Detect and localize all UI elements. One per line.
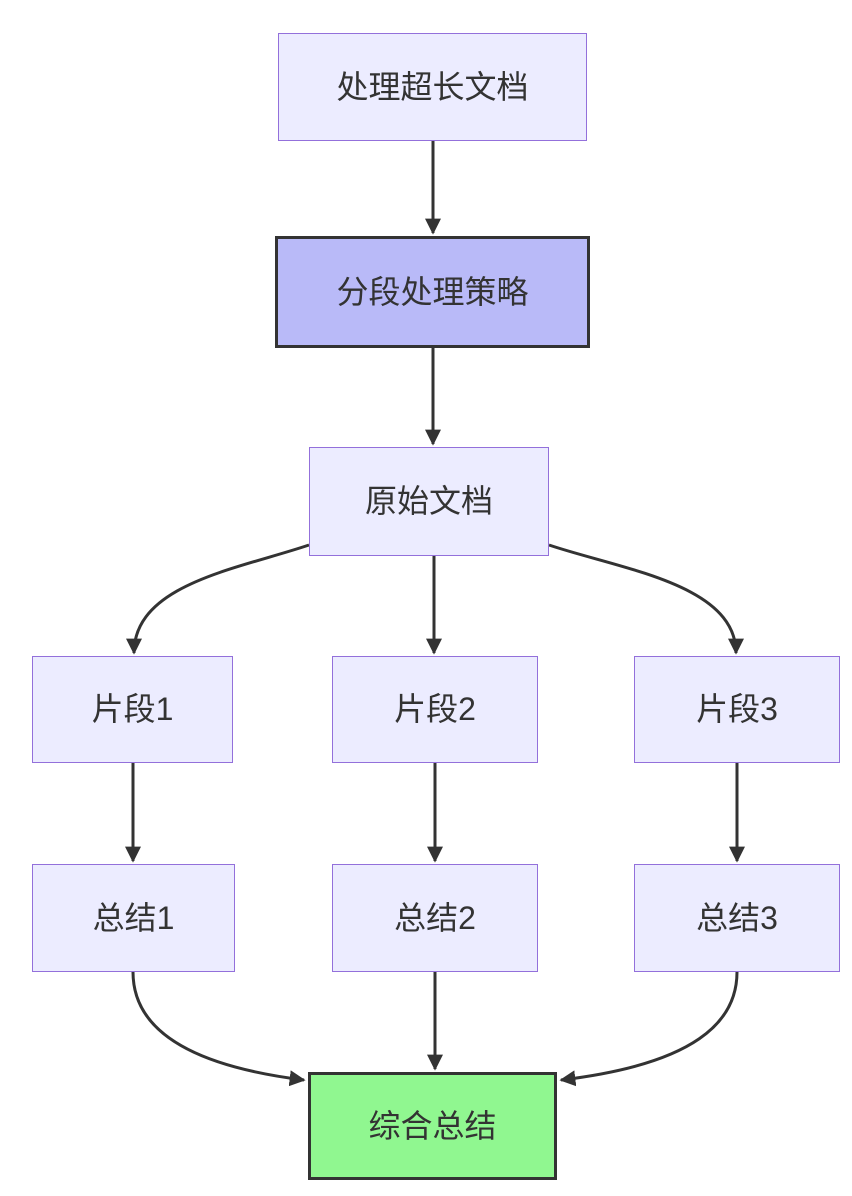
node-fragment-3: 片段3 bbox=[634, 656, 840, 763]
node-label: 原始文档 bbox=[364, 483, 493, 520]
edge-c-d3 bbox=[548, 543, 744, 655]
node-label: 分段处理策略 bbox=[336, 273, 529, 310]
node-label: 片段3 bbox=[696, 691, 778, 728]
edge-e3-f bbox=[559, 971, 739, 1087]
node-label: 片段1 bbox=[91, 691, 174, 728]
node-combined-summary: 综合总结 bbox=[308, 1072, 557, 1180]
node-label: 综合总结 bbox=[368, 1107, 497, 1144]
edge-e1-f bbox=[131, 971, 306, 1087]
node-label: 总结3 bbox=[696, 899, 778, 936]
node-fragment-2: 片段2 bbox=[332, 656, 538, 763]
node-summary-3: 总结3 bbox=[634, 864, 840, 972]
node-label: 总结1 bbox=[92, 899, 175, 936]
edge-c-d1 bbox=[126, 543, 310, 655]
node-summary-1: 总结1 bbox=[32, 864, 235, 972]
node-segmentation-strategy: 分段处理策略 bbox=[275, 236, 590, 348]
node-label: 片段2 bbox=[394, 691, 476, 728]
node-process-long-document: 处理超长文档 bbox=[278, 33, 587, 141]
node-fragment-1: 片段1 bbox=[32, 656, 233, 763]
node-label: 处理超长文档 bbox=[336, 68, 529, 105]
node-summary-2: 总结2 bbox=[332, 864, 538, 972]
node-label: 总结2 bbox=[394, 899, 476, 936]
node-original-document: 原始文档 bbox=[309, 447, 549, 556]
